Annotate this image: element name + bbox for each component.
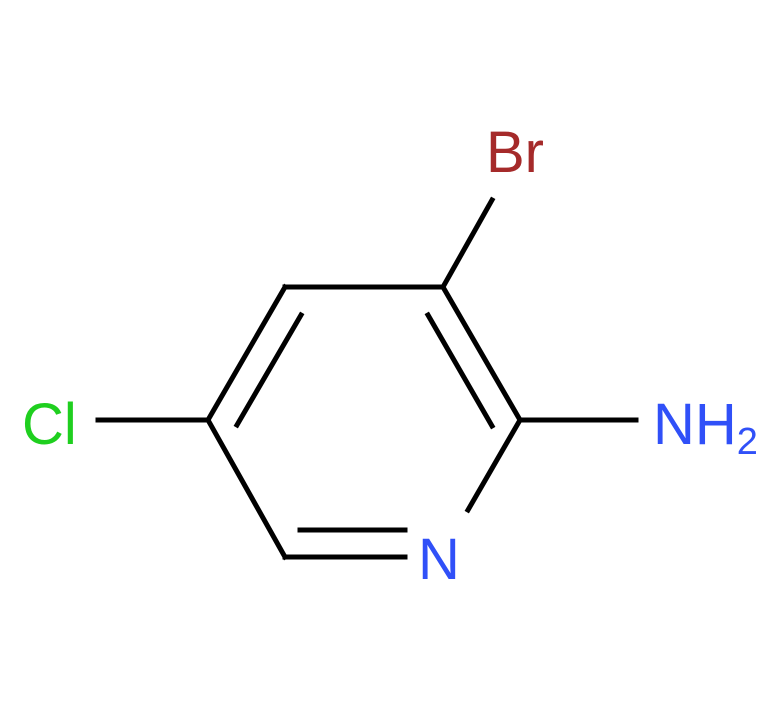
atom-label-n-ring: N	[418, 527, 460, 592]
bond-c6-c5	[204, 416, 289, 561]
bond-c3-c2-inner	[424, 311, 496, 430]
atom-label-cl: Cl	[22, 392, 77, 457]
atom-label-nh2: NH2	[653, 392, 758, 463]
atom-label-br: Br	[486, 120, 544, 185]
bond-c3-c2	[439, 283, 524, 424]
bond-c3-br	[439, 196, 496, 291]
atom-label-nh2-main: NH	[653, 392, 737, 457]
atom-label-nh2-subscript: 2	[737, 421, 758, 463]
bond-c2-n1	[464, 416, 524, 514]
bond-c5-c4-inner	[233, 311, 305, 429]
bond-c5-c4	[204, 283, 289, 424]
